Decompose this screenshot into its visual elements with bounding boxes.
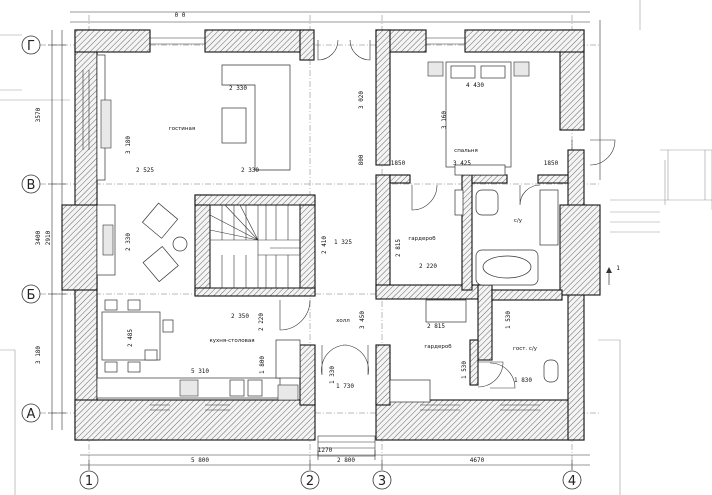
svg-text:4: 4 (568, 474, 576, 489)
svg-text:1850: 1850 (391, 160, 406, 167)
svg-text:5 310: 5 310 (191, 368, 209, 375)
axis-bubbles: Г В Б А 1 2 3 4 (21, 35, 582, 490)
axis-row-b: Б (21, 284, 41, 304)
svg-text:3 180: 3 180 (35, 346, 42, 364)
room-bath-label: с/у (514, 218, 523, 224)
svg-text:А: А (27, 407, 36, 422)
direction-arrow-icon (606, 267, 612, 285)
axis-col-4: 4 (562, 470, 582, 490)
svg-text:1: 1 (85, 474, 93, 489)
svg-text:2910: 2910 (45, 230, 52, 245)
dimension-lines (48, 11, 601, 470)
svg-text:3 160: 3 160 (441, 111, 448, 129)
svg-text:4670: 4670 (470, 457, 485, 464)
svg-text:3: 3 (378, 474, 386, 489)
living-furniture (96, 54, 291, 283)
room-hall-label: холл (336, 318, 350, 324)
room-guest-wc-label: гост. с/у (513, 346, 538, 352)
bedroom-furniture (427, 61, 530, 176)
axis-col-1: 1 (79, 470, 99, 490)
svg-text:1 730: 1 730 (336, 383, 354, 390)
svg-text:2 330: 2 330 (229, 85, 247, 92)
svg-text:2 220: 2 220 (258, 313, 265, 331)
room-bedroom-label: спальня (454, 148, 478, 154)
svg-text:2 220: 2 220 (419, 263, 437, 270)
axis-row-g: Г (21, 35, 41, 55)
svg-text:3 450: 3 450 (359, 311, 366, 329)
svg-text:Б: Б (27, 288, 36, 303)
axis-col-2: 2 (300, 470, 320, 490)
room-wardrobe-bottom-label: гардероб (424, 344, 452, 350)
svg-text:3 180: 3 180 (125, 136, 132, 154)
axis-row-a: А (21, 403, 41, 423)
svg-text:2 330: 2 330 (125, 233, 132, 251)
svg-text:Г: Г (27, 39, 35, 54)
room-living-label: гостиная (169, 126, 195, 132)
svg-text:1 330: 1 330 (329, 366, 336, 384)
svg-text:2 330: 2 330 (241, 167, 259, 174)
svg-text:1 830: 1 830 (514, 377, 532, 384)
room-labels: гостиная спальня кухня-столовая холл с/у… (169, 126, 538, 352)
staircase (209, 204, 301, 289)
svg-text:1270: 1270 (318, 447, 333, 454)
axis-row-v: В (21, 174, 41, 194)
svg-text:2 350: 2 350 (231, 313, 249, 320)
svg-text:2: 2 (306, 474, 314, 489)
svg-text:0 0: 0 0 (175, 12, 186, 19)
walls (61, 29, 601, 441)
svg-text:2 815: 2 815 (427, 323, 445, 330)
svg-text:2 525: 2 525 (136, 167, 154, 174)
entrance-porch (317, 435, 376, 457)
svg-text:3570: 3570 (35, 107, 42, 122)
bath-fixtures (389, 189, 559, 403)
dimension-labels: 5 800 2 800 4670 1270 3570 3400 3 180 29… (35, 12, 620, 464)
axis-col-3: 3 (372, 470, 392, 490)
svg-text:3 020: 3 020 (358, 91, 365, 109)
room-wardrobe-top-label: гардероб (408, 236, 436, 242)
svg-text:1850: 1850 (544, 160, 559, 167)
svg-text:3400: 3400 (35, 230, 42, 245)
svg-text:800: 800 (358, 154, 365, 165)
svg-text:2 815: 2 815 (395, 239, 402, 257)
svg-text:2 485: 2 485 (127, 329, 134, 347)
svg-text:2 800: 2 800 (337, 457, 355, 464)
svg-text:5 800: 5 800 (191, 457, 209, 464)
windows (82, 37, 573, 411)
svg-text:1: 1 (616, 265, 620, 272)
room-kitchen-label: кухня-столовая (209, 338, 254, 344)
svg-text:3 425: 3 425 (453, 160, 471, 167)
svg-text:1 530: 1 530 (461, 361, 468, 379)
svg-text:4 430: 4 430 (466, 82, 484, 89)
svg-text:1 325: 1 325 (334, 239, 352, 246)
svg-text:В: В (27, 178, 36, 193)
svg-text:2 410: 2 410 (321, 236, 328, 254)
svg-text:1 800: 1 800 (259, 356, 266, 374)
kitchen-furniture (96, 299, 301, 401)
svg-text:1 530: 1 530 (505, 311, 512, 329)
doors (279, 39, 616, 389)
